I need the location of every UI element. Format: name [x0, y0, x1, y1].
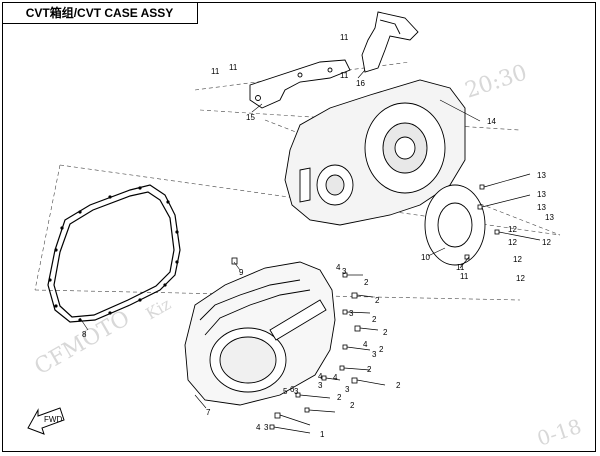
callout-2: 2: [367, 365, 372, 374]
cvt-cover-part: [184, 261, 336, 406]
callout-11: 11: [340, 33, 349, 42]
callout-4: 4: [318, 372, 323, 381]
inner-case-part: [284, 79, 466, 226]
callout-12: 12: [508, 238, 517, 247]
callout-3: 3: [294, 387, 299, 396]
callout-2: 2: [383, 328, 388, 337]
callout-11: 11: [211, 67, 220, 76]
diagram-frame: [2, 2, 596, 452]
diagram-title: CVT箱组/CVT CASE ASSY: [2, 2, 198, 24]
callout-13: 13: [545, 213, 554, 222]
bolt-shafts: [273, 173, 541, 434]
callout-3: 3: [345, 385, 350, 394]
callout-11: 11: [460, 272, 469, 281]
callout-8: 8: [82, 330, 87, 339]
forward-arrow-label: FWD: [44, 415, 62, 424]
callout-4: 4: [363, 340, 368, 349]
callout-5: 5: [283, 387, 288, 396]
callout-2: 2: [379, 345, 384, 354]
mount-bracket-part: [361, 11, 419, 73]
callout-12: 12: [508, 225, 517, 234]
callout-2: 2: [372, 315, 377, 324]
callout-7: 7: [206, 408, 211, 417]
callout-2: 2: [337, 393, 342, 402]
watermark-fragment: Kiz: [143, 294, 175, 323]
callout-4: 4: [333, 373, 338, 382]
callout-3: 3: [264, 423, 269, 432]
callout-13: 13: [537, 171, 546, 180]
callout-13: 13: [537, 190, 546, 199]
callout-6: 6: [290, 385, 295, 394]
callout-3: 3: [372, 350, 377, 359]
callout-labels: 14 15 16 11 11 11 11 13 13 13 13 12 12 1…: [82, 33, 554, 439]
callout-12: 12: [513, 255, 522, 264]
callout-16: 16: [356, 79, 365, 88]
callout-4: 4: [256, 423, 261, 432]
forward-arrow-icon: FWD: [27, 407, 65, 435]
leader-lines: [79, 69, 481, 409]
callout-13: 13: [537, 203, 546, 212]
callout-3: 3: [349, 309, 354, 318]
callout-2: 2: [396, 381, 401, 390]
callout-14: 14: [487, 117, 496, 126]
callout-12: 12: [542, 238, 551, 247]
callout-11: 11: [456, 263, 465, 272]
watermark-brand: CFMOTO: [31, 306, 135, 380]
callout-15: 15: [246, 113, 255, 122]
gasket-bolt-holes: [48, 186, 179, 322]
callout-4: 4: [336, 263, 341, 272]
watermark-date: 0-18: [534, 414, 584, 451]
seal-plate-part: [424, 184, 486, 266]
callout-2: 2: [375, 296, 380, 305]
callout-3: 3: [342, 267, 347, 276]
callout-12: 12: [516, 274, 525, 283]
bracket-part: [249, 59, 351, 109]
callout-9: 9: [239, 268, 244, 277]
callout-11: 11: [340, 71, 349, 80]
callout-3: 3: [318, 381, 323, 390]
callout-2: 2: [350, 401, 355, 410]
callout-11: 11: [229, 63, 238, 72]
callout-10: 10: [421, 253, 430, 262]
callout-2: 2: [364, 278, 369, 287]
watermark-time: 20:30: [462, 60, 530, 103]
callout-1: 1: [320, 430, 325, 439]
